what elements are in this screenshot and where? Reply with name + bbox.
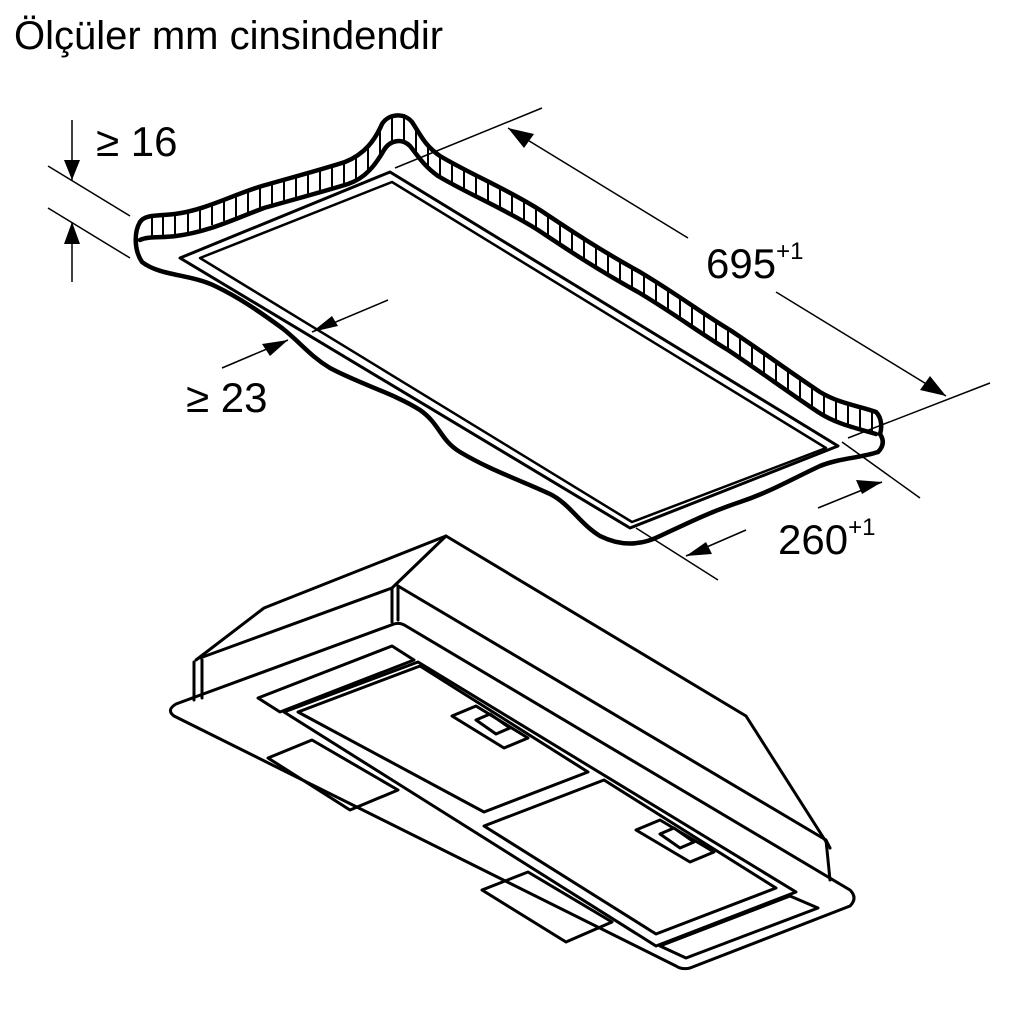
edge-hatching: [151, 114, 873, 433]
grease-filter-1: [296, 664, 590, 814]
filter-handle-2: [634, 818, 716, 864]
filter-frame-outer: [282, 660, 798, 948]
dimension-tolerance: +1: [776, 238, 804, 265]
cabinet-cutout: [133, 113, 885, 546]
dimension-value: 16: [130, 118, 178, 165]
hood-body-ridge: [198, 534, 448, 660]
hood-unit: [169, 534, 856, 971]
cutout-inner-line: [198, 180, 828, 524]
dimension-value: 695: [706, 240, 777, 287]
light-strip-front: [658, 894, 820, 960]
dimension-lines-thickness: [47, 120, 131, 282]
panel-top-edge-inner: [137, 138, 879, 437]
dimension-symbol: ≥: [186, 374, 210, 421]
dimension-lines-edge: [221, 299, 389, 369]
dimension-length: 695+1: [706, 240, 803, 288]
light-strip-top: [256, 644, 416, 714]
light-strip-left: [266, 738, 400, 812]
panel-top-edge: [137, 113, 884, 437]
dimension-min-edge: ≥ 23: [186, 374, 267, 422]
dimension-min-thickness: ≥ 16: [96, 118, 177, 166]
hood-body-side: [192, 584, 400, 702]
dimension-lines-width: [635, 441, 921, 581]
panel-front-edge: [133, 219, 885, 546]
dimension-symbol: ≥: [96, 118, 120, 165]
dimension-lines-length: [394, 107, 991, 439]
cutout-outer-line: [178, 170, 840, 530]
page-title: Ölçüler mm cinsindendir: [14, 14, 444, 58]
light-strip-bottom: [480, 870, 614, 944]
grease-filter-2: [482, 778, 778, 936]
hood-base-plate: [169, 621, 856, 971]
dimension-value: 260: [778, 516, 849, 563]
dimension-width: 260+1: [778, 516, 875, 564]
filter-handle-1: [450, 704, 530, 750]
dimension-tolerance: +1: [848, 514, 876, 541]
hood-body-right-edge: [396, 584, 832, 882]
dimension-value: 23: [220, 374, 268, 421]
